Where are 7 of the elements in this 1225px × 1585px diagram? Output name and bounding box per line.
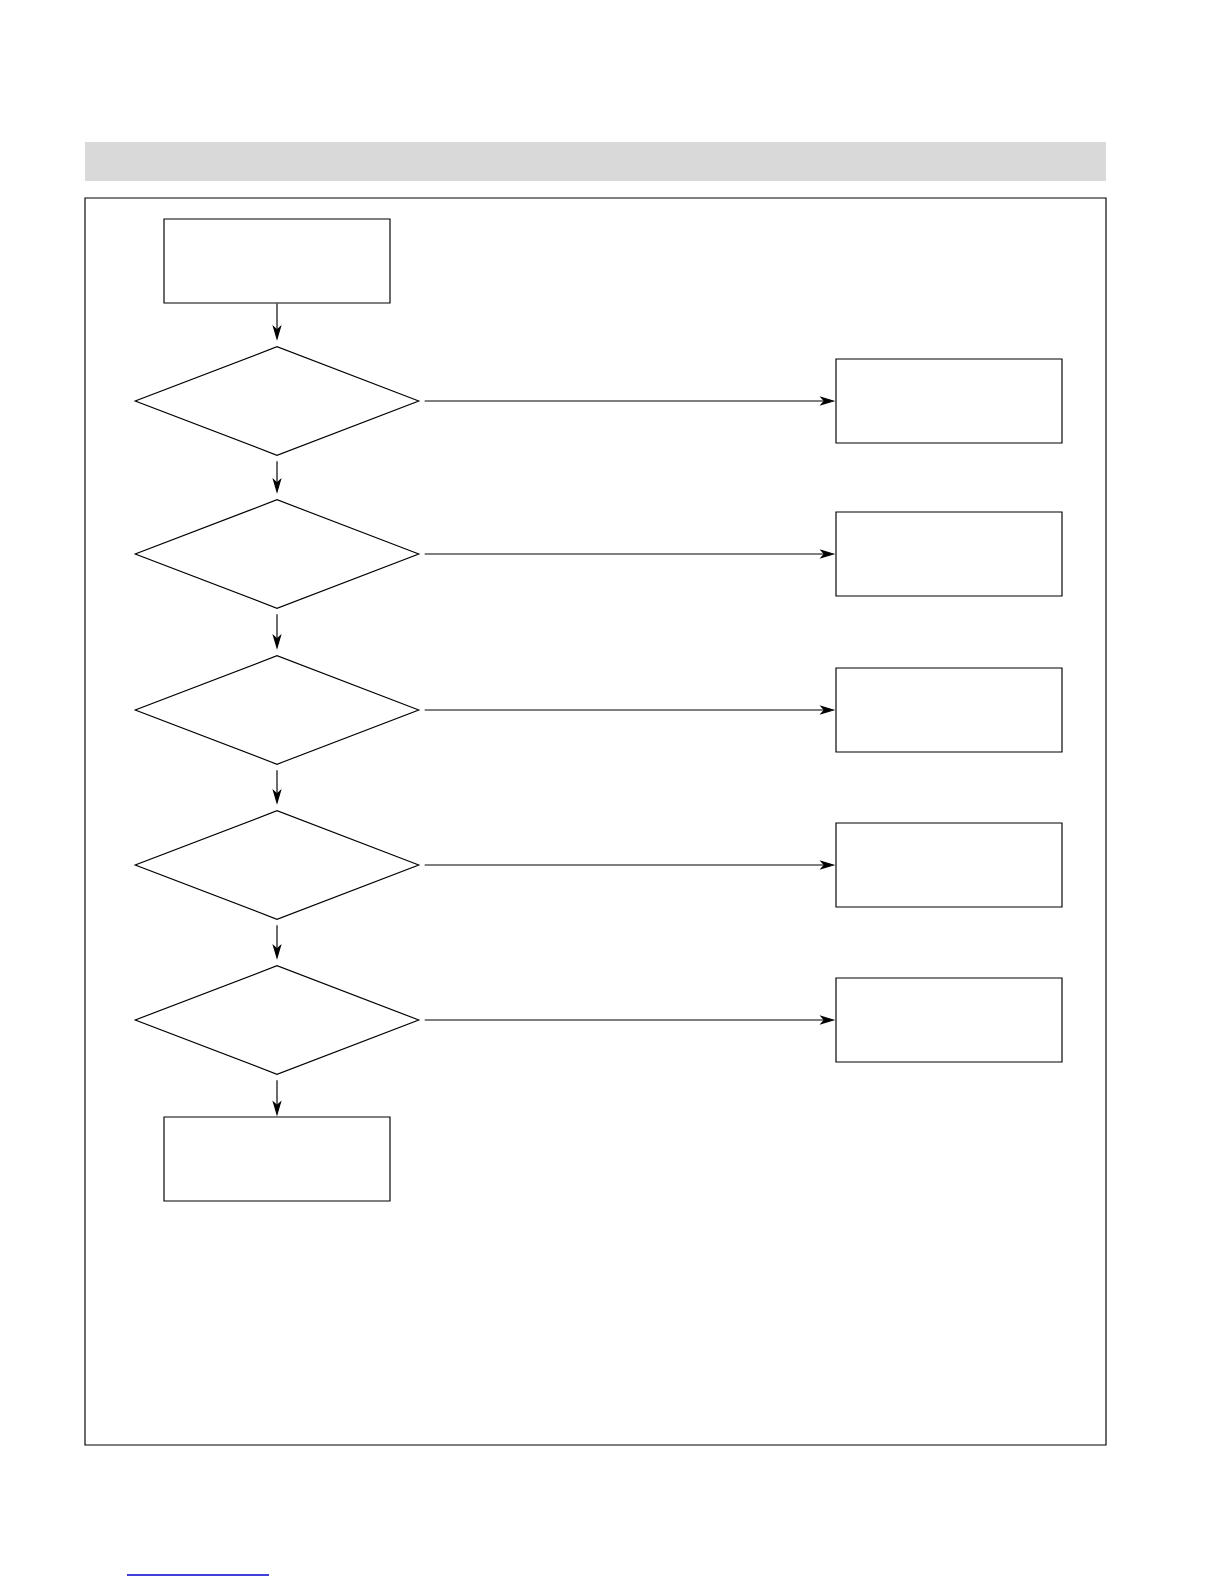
process-box bbox=[835, 822, 1063, 908]
process-box bbox=[163, 1116, 391, 1202]
process-box bbox=[835, 977, 1063, 1063]
process-box bbox=[163, 218, 391, 304]
process-box bbox=[835, 358, 1063, 444]
process-box bbox=[835, 667, 1063, 753]
process-box bbox=[835, 511, 1063, 597]
